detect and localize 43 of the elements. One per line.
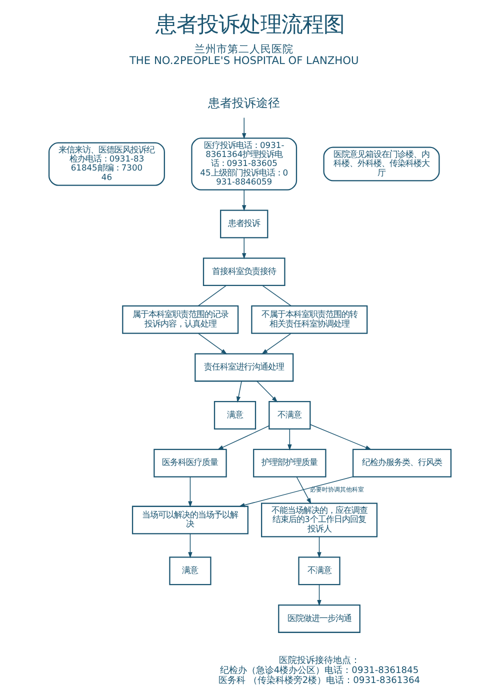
node-box: 不满意: [268, 401, 311, 430]
arrow: [217, 425, 270, 450]
arrow: [242, 238, 246, 260]
node-box: 首接科室负责接待: [202, 258, 286, 286]
arrow: [317, 584, 322, 606]
arrow: [262, 333, 292, 354]
label: 兰州市第二人民医院: [194, 42, 294, 56]
node-box: 不能当场解决的，应在调查结束后的3个工作日内回复投诉人: [261, 502, 378, 538]
arrow: [198, 333, 228, 354]
arrow: [236, 380, 242, 403]
node-box: 不属于本科室职责范围的转相关责任科室协调处理: [251, 305, 368, 334]
diagram-title: 患者投诉处理流程图: [156, 12, 344, 38]
node-box: 满意: [169, 556, 212, 586]
node-box: 医院意见箱设在门诊楼、内科楼、外科楼、传染科楼大厅: [323, 146, 440, 182]
node-box: 护理部护理质量: [253, 448, 326, 478]
node-box: 医疗投诉电话：0931-8361364护理投诉电话：0931-8360545上级部门投诉电话：0931-8846059: [191, 138, 298, 190]
node-box: 属于本科室职责范围的记录投诉内容，认真处理: [122, 305, 239, 334]
connector: [262, 285, 292, 306]
arrow: [188, 476, 192, 508]
label: 纪检办（急诊4楼办公区）电话：0931-8361845: [220, 666, 419, 676]
node-box: 责任科室进行沟通处理: [194, 353, 294, 382]
node-box: 纪检办服务类、行风类: [352, 448, 452, 478]
arrow: [296, 476, 312, 504]
arrow: [238, 476, 354, 508]
node-box: 当场可以解决的当场予以解决: [132, 506, 248, 534]
label: THE NO.2PEOPLE'S HOSPITAL OF LANZHOU: [129, 54, 359, 67]
node-box: 医院做进一步沟通: [278, 604, 360, 633]
label: 医院投诉接待地点：: [278, 656, 360, 666]
node-box: 医务科医疗质量: [154, 448, 227, 478]
arrow: [317, 536, 322, 558]
node-box: 来信来访、医德医风投诉纪检办电话：0931-8361845邮编：730046: [48, 142, 165, 186]
arrow: [256, 380, 278, 402]
node-box: 不满意: [298, 556, 340, 586]
node-box: 满意: [214, 401, 256, 430]
arrow: [242, 190, 246, 212]
node-box: 患者投诉: [220, 210, 268, 238]
arrow: [310, 424, 372, 450]
connector: [198, 285, 226, 306]
arrow: [188, 533, 192, 558]
arrow: [288, 428, 292, 450]
arrow: [242, 117, 246, 140]
label: 医务科 （传染科楼旁2楼）电话：0931-8361364: [218, 676, 420, 686]
node-text: 患者投诉途径: [208, 96, 280, 110]
